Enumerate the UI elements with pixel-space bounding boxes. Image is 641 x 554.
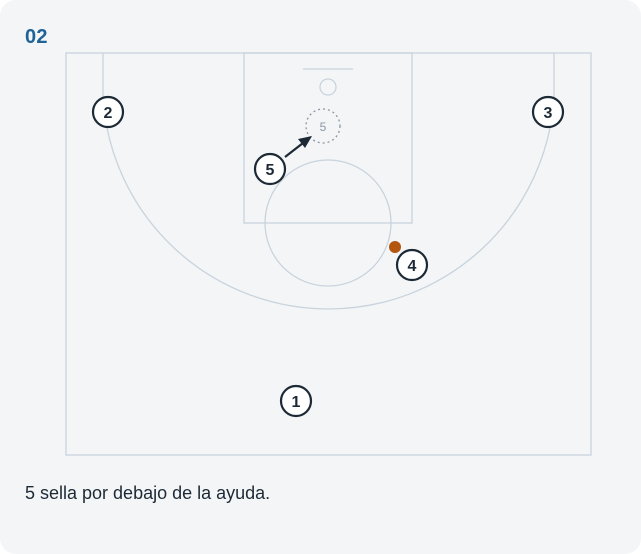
- three-point-line: [102, 53, 555, 310]
- player-1-label: 1: [292, 394, 301, 411]
- ghost-player-label: 5: [320, 120, 327, 134]
- player-2[interactable]: 2: [91, 95, 125, 129]
- basketball-icon: [389, 241, 401, 253]
- court-lines: [65, 52, 592, 456]
- player-2-label: 2: [104, 105, 113, 122]
- hoop: [319, 78, 337, 96]
- player-4-label: 4: [408, 258, 417, 275]
- player-3-label: 3: [544, 105, 553, 122]
- step-number: 02: [25, 26, 48, 48]
- court-boundary: [65, 52, 592, 456]
- play-caption: 5 sella por debajo de la ayuda.: [25, 483, 271, 503]
- player-4[interactable]: 4: [395, 248, 429, 282]
- player-5-label: 5: [266, 162, 275, 179]
- free-throw-circle: [264, 159, 392, 287]
- player-5[interactable]: 5: [253, 152, 287, 186]
- player-3[interactable]: 3: [531, 95, 565, 129]
- ghost-player-5: 5: [305, 108, 341, 144]
- movement-arrow: [284, 136, 312, 158]
- player-1[interactable]: 1: [279, 384, 313, 418]
- paint-lane: [243, 52, 413, 224]
